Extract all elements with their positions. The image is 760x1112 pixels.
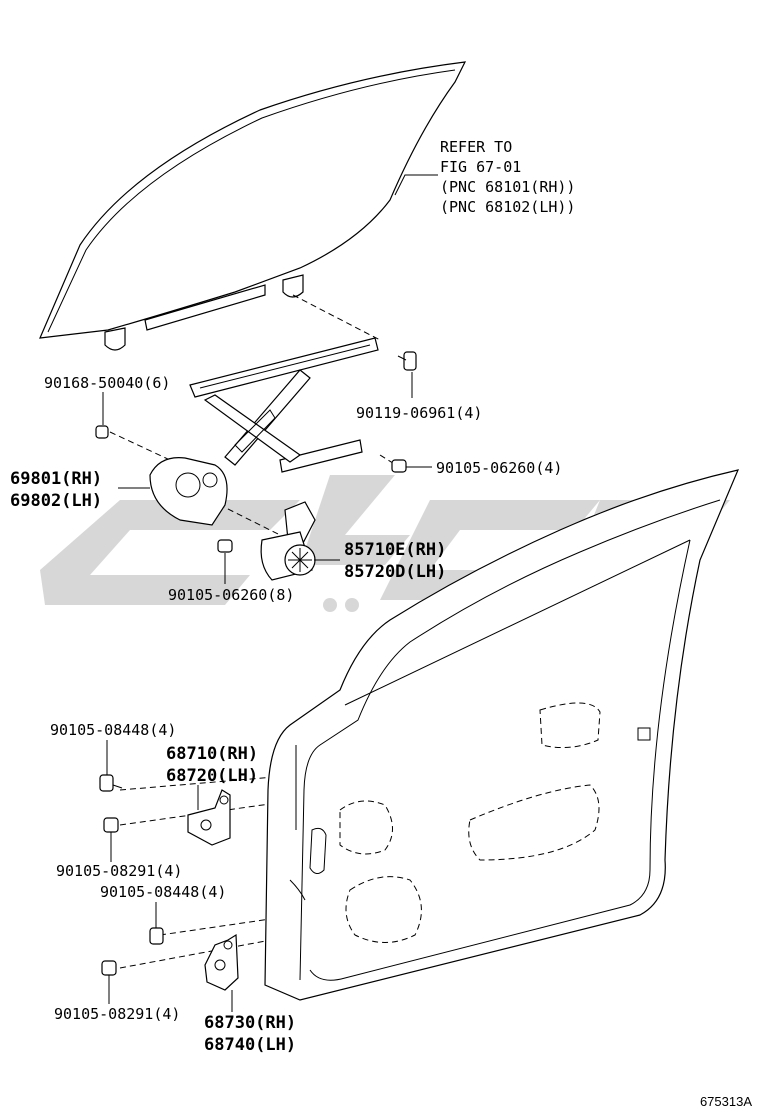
bolt-90105-06260-b [217,539,233,553]
reference-line-4: (PNC 68102(LH)) [440,198,575,216]
reference-line-3: (PNC 68101(RH)) [440,178,575,196]
bolt-90119 [397,351,417,371]
label-motor-rh: 85710E(RH) [344,540,446,560]
label-regulator-rh: 69801(RH) [10,469,102,489]
label-90168-50040: 90168-50040(6) [44,374,170,392]
window-regulator [149,337,379,526]
guide-glass-to-rail [292,294,381,341]
label-upper-hinge-rh: 68710(RH) [166,744,258,764]
label-90105-08291-b: 90105-08291(4) [54,1005,180,1023]
bolt-90105-08291-a [103,817,119,833]
label-90105-08448-b: 90105-08448(4) [100,883,226,901]
figure-number: 675313A [700,1094,752,1109]
bolt-90105-08291-b [101,960,117,976]
label-90105-06260-b: 90105-06260(8) [168,586,294,604]
label-lower-hinge-rh: 68730(RH) [204,1013,296,1033]
glass-reference-leader [394,174,438,196]
door-shell [264,469,740,1001]
lower-door-hinge [204,933,239,991]
upper-door-hinge [187,789,231,846]
guide-lower-hinge-upper [159,914,299,936]
label-regulator-lh: 69802(LH) [10,491,102,511]
reference-line-1: REFER TO [440,138,512,156]
label-lower-hinge-lh: 68740(LH) [204,1035,296,1055]
bolt-90168 [95,425,109,439]
bolt-90105-06260-a [391,459,407,473]
label-motor-lh: 85720D(LH) [344,562,446,582]
guide-bolt-to-regulator [109,431,171,461]
bolt-90105-08448-a [99,774,123,792]
label-90105-08448-a: 90105-08448(4) [50,721,176,739]
label-upper-hinge-lh: 68720(LH) [166,766,258,786]
bolt-90105-08448-b [149,927,164,945]
regulator-motor [260,501,316,581]
label-90105-06260-a: 90105-06260(4) [436,459,562,477]
label-90119-06961: 90119-06961(4) [356,404,482,422]
reference-line-2: FIG 67-01 [440,158,521,176]
door-glass [39,61,467,351]
label-90105-08291-a: 90105-08291(4) [56,862,182,880]
